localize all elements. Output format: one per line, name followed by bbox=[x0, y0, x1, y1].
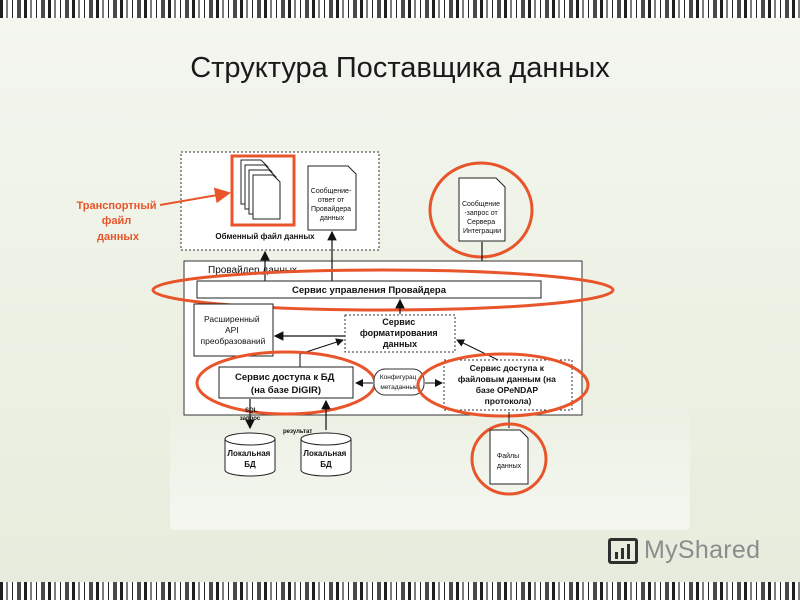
provider-label: Провайдер данных bbox=[208, 265, 297, 276]
extended-api-box bbox=[193, 303, 274, 357]
file-access-service-label: Сервис доступа к файловым данным (на баз… bbox=[458, 363, 558, 406]
myshared-logo-icon bbox=[608, 537, 638, 564]
formatting-service-box bbox=[344, 314, 456, 353]
local-db-2-cylinder-icon bbox=[300, 432, 352, 477]
bottom-barcode-strip bbox=[0, 582, 800, 600]
sql-request-label: SQL запрос bbox=[240, 408, 261, 422]
config-metadata-label: Конфигурац метаданные bbox=[380, 374, 418, 391]
request-message-document-icon bbox=[458, 177, 506, 242]
local-db-1-cylinder-icon bbox=[224, 432, 276, 477]
file-access-highlight bbox=[416, 352, 590, 418]
request-message-text: Сообщение -запрос от Сервера Интеграции bbox=[462, 200, 502, 235]
transport-file-documents-icon bbox=[240, 159, 281, 220]
transport-file-highlight bbox=[230, 154, 296, 227]
response-message-text: Сообщение- ответ от Провайдера данных bbox=[311, 187, 353, 222]
db-access-service-box bbox=[218, 366, 354, 399]
provider-management-service-label: Сервис управления Провайдера bbox=[292, 285, 447, 296]
exchange-file-label: Обменный файл данных bbox=[215, 232, 315, 241]
formatting-service-label: Сервис форматирования данных bbox=[360, 317, 440, 349]
data-files-label: Файлы данных bbox=[497, 452, 522, 470]
file-to-formatting-arrow bbox=[456, 339, 499, 361]
extended-api-label: Расширенный API преобразований bbox=[201, 314, 266, 346]
data-files-highlight bbox=[470, 422, 548, 496]
provider-management-service-box bbox=[196, 280, 542, 299]
transport-file-annotation: Транспортный файл данных bbox=[76, 200, 159, 243]
slide-title: Структура Поставщика данных bbox=[190, 52, 610, 84]
request-message-highlight bbox=[428, 161, 534, 259]
myshared-logo: MyShared bbox=[608, 536, 760, 565]
response-message-document-icon bbox=[307, 165, 357, 231]
db-access-service-label: Сервис доступа к БД (на базе DiGIR) bbox=[235, 372, 337, 396]
file-access-service-box bbox=[443, 359, 573, 411]
local-db-2-label: Локальная БД bbox=[303, 449, 348, 469]
myshared-logo-text: MyShared bbox=[644, 536, 761, 564]
top-barcode-strip bbox=[0, 0, 800, 18]
local-db-1-label: Локальная БД bbox=[227, 449, 272, 469]
config-metadata-box bbox=[373, 368, 425, 396]
management-service-highlight bbox=[151, 268, 615, 312]
data-files-document-icon bbox=[489, 429, 529, 485]
transport-annotation-arrow bbox=[159, 187, 231, 206]
result-label: результат bbox=[283, 429, 312, 435]
